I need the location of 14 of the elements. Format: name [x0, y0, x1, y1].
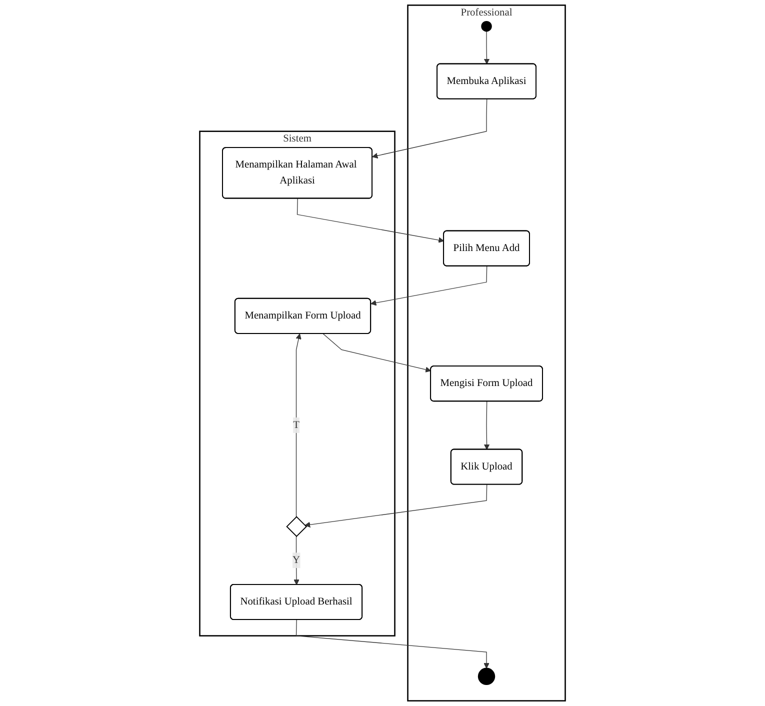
node-diamond: [286, 516, 308, 538]
arrow: [296, 334, 302, 518]
arrow: [372, 98, 488, 158]
arrow: [370, 266, 488, 306]
arrow: [296, 620, 490, 669]
arrow: [322, 334, 432, 372]
arrow: [304, 484, 488, 528]
arrow: [484, 30, 490, 64]
edge-label: T: [293, 419, 300, 430]
node-circle: [481, 20, 492, 32]
arrow: [296, 198, 444, 243]
arrow: [484, 401, 490, 450]
node-circle: [478, 668, 496, 686]
edge-label: Y: [292, 554, 300, 566]
